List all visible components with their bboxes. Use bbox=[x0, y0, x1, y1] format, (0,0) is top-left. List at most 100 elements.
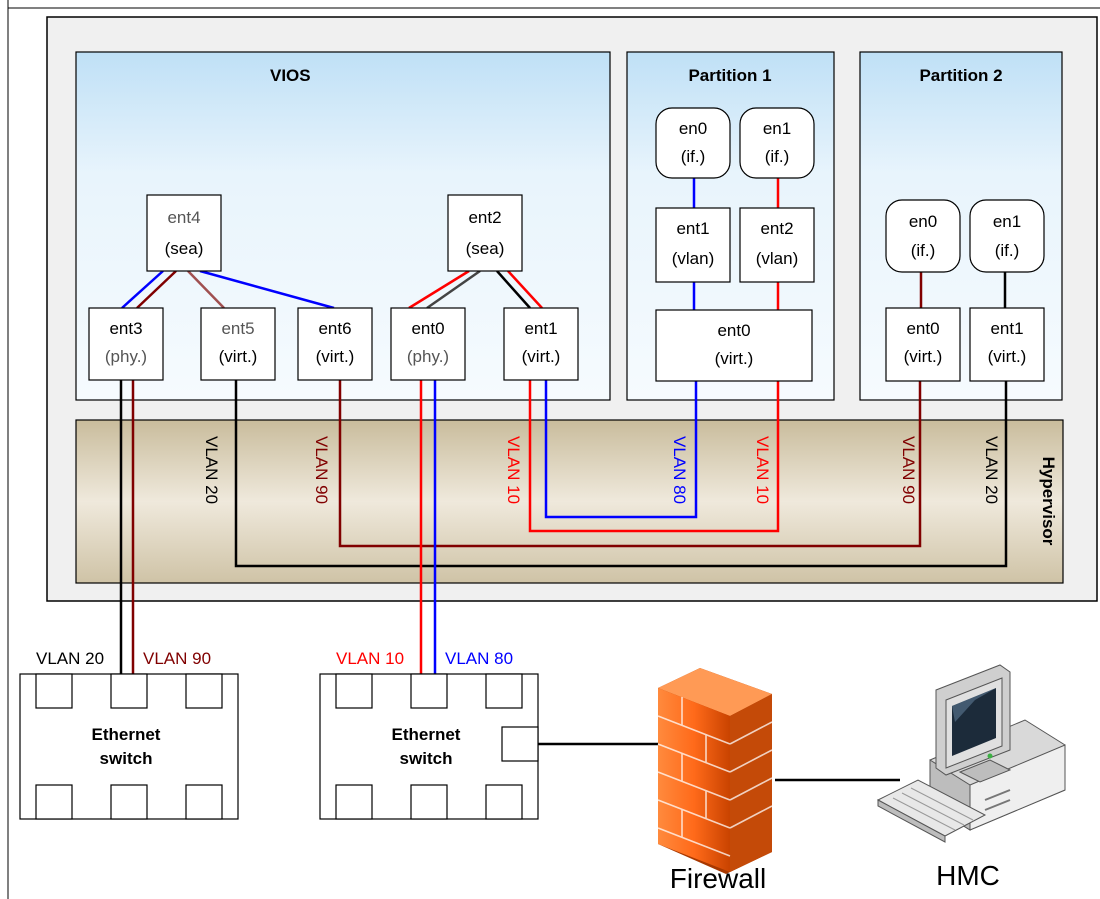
switch1-vlan90-label: VLAN 90 bbox=[143, 649, 211, 668]
p1-en0-name: en0 bbox=[679, 119, 707, 138]
link-ent4-ent3-maroon bbox=[136, 270, 177, 309]
link-ent2-ent0-black bbox=[426, 269, 481, 310]
link-ent2-ent0-red bbox=[408, 269, 470, 310]
hyp-vlan-label-7: VLAN 20 bbox=[982, 436, 1001, 504]
vios-ent4-type: (sea) bbox=[165, 239, 204, 258]
vios-ent6-name: ent6 bbox=[318, 319, 351, 338]
vios-ent1-type: (virt.) bbox=[522, 347, 561, 366]
p2-ent0-type: (virt.) bbox=[904, 347, 943, 366]
p1-en1-box: en1 (if.) bbox=[739, 107, 815, 179]
vios-ent3-type: (phy.) bbox=[105, 347, 147, 366]
vios-ent1-name: ent1 bbox=[524, 319, 557, 338]
vios-ent2-type: (sea) bbox=[466, 239, 505, 258]
p2-en0-name: en0 bbox=[909, 212, 937, 231]
hmc-computer-icon bbox=[876, 664, 1066, 843]
switch2-label-line2: switch bbox=[400, 749, 453, 768]
switch2-port-bottom-2 bbox=[410, 784, 448, 820]
p1-en1-name: en1 bbox=[763, 119, 791, 138]
switch1-port-bottom-3 bbox=[185, 784, 223, 820]
vios-ent6-type: (virt.) bbox=[316, 347, 355, 366]
switch2-port-top-1 bbox=[335, 673, 373, 709]
p2-en1-type: (if.) bbox=[995, 241, 1020, 260]
vios-ent5-name: ent5 bbox=[221, 319, 254, 338]
switch1-vlan20-label: VLAN 20 bbox=[36, 649, 104, 668]
switch2-vlan10-label: VLAN 10 bbox=[336, 649, 404, 668]
p1-en1-type: (if.) bbox=[765, 147, 790, 166]
link-ent2-ent1-black bbox=[496, 270, 531, 309]
vlan10-trunk bbox=[528, 380, 780, 533]
switch2-port-top-2 bbox=[410, 673, 448, 709]
switch2-port-side bbox=[501, 726, 539, 762]
vios-ent2-box: ent2 (sea) bbox=[447, 194, 523, 272]
hyp-vlan-label-3: VLAN 10 bbox=[504, 436, 523, 504]
switch2-label-line1: Ethernet bbox=[392, 725, 461, 744]
hmc-label: HMC bbox=[936, 860, 1000, 891]
switch1-port-bottom-1 bbox=[35, 784, 73, 820]
vios-ent5-box: ent5 (virt.) bbox=[200, 307, 276, 381]
partition2-title: Partition 2 bbox=[919, 66, 1002, 85]
vios-ent2-name: ent2 bbox=[468, 208, 501, 227]
hyp-vlan-label-2: VLAN 90 bbox=[312, 436, 331, 504]
switch1-label-line1: Ethernet bbox=[92, 725, 161, 744]
switch1-port-top-3 bbox=[185, 673, 223, 709]
vios-ent0-box: ent0 (phy.) bbox=[390, 307, 466, 381]
vios-ent4-name: ent4 bbox=[167, 208, 200, 227]
vios-ent5-type: (virt.) bbox=[219, 347, 258, 366]
partition1-title: Partition 1 bbox=[688, 66, 771, 85]
hyp-vlan-label-5: VLAN 10 bbox=[753, 436, 772, 504]
link-ent4-ent5 bbox=[187, 270, 225, 309]
hyp-vlan-label-6: VLAN 90 bbox=[899, 436, 918, 504]
vios-title: VIOS bbox=[270, 66, 311, 85]
switch2-port-top-3 bbox=[485, 673, 523, 709]
p2-en0-box: en0 (if.) bbox=[885, 199, 961, 273]
hyp-vlan-label-4: VLAN 80 bbox=[670, 436, 689, 504]
vios-ent1-box: ent1 (virt.) bbox=[503, 307, 579, 381]
switch2-port-bottom-1 bbox=[335, 784, 373, 820]
p2-ent1-box: ent1 (virt.) bbox=[969, 307, 1045, 382]
switch1-port-top-1 bbox=[35, 673, 73, 709]
p1-ent0-type: (virt.) bbox=[715, 349, 754, 368]
vios-ent6-box: ent6 (virt.) bbox=[297, 307, 373, 381]
p2-ent0-box: ent0 (virt.) bbox=[885, 307, 961, 382]
p1-ent1-name: ent1 bbox=[676, 219, 709, 238]
link-ent2-ent1-red bbox=[507, 270, 543, 309]
vios-ent0-type: (phy.) bbox=[407, 347, 449, 366]
switch1-port-top-2 bbox=[110, 673, 148, 709]
p1-ent2-box: ent2 (vlan) bbox=[739, 207, 815, 283]
p2-en1-box: en1 (if.) bbox=[969, 199, 1045, 273]
vlan90-trunk bbox=[338, 380, 922, 548]
vlan80-trunk bbox=[544, 380, 698, 519]
p1-ent1-box: ent1 (vlan) bbox=[655, 207, 731, 283]
ethernet-switch-1: Ethernet switch bbox=[19, 673, 239, 820]
p1-en0-box: en0 (if.) bbox=[655, 107, 731, 179]
p1-ent2-name: ent2 bbox=[760, 219, 793, 238]
link-ent4-ent6 bbox=[199, 269, 335, 310]
vios-ent3-box: ent3 (phy.) bbox=[88, 307, 164, 381]
p2-en0-type: (if.) bbox=[911, 241, 936, 260]
hypervisor-label: Hypervisor bbox=[1039, 457, 1058, 546]
p1-ent0-box: ent0 (virt.) bbox=[655, 309, 813, 382]
vios-ent4-box: ent4 (sea) bbox=[146, 194, 222, 272]
p1-ent2-type: (vlan) bbox=[756, 249, 799, 268]
switch1-label-line2: switch bbox=[100, 749, 153, 768]
vlan20-trunk bbox=[234, 380, 1008, 568]
p2-ent1-type: (virt.) bbox=[988, 347, 1027, 366]
p2-ent0-name: ent0 bbox=[906, 319, 939, 338]
p2-en1-name: en1 bbox=[993, 212, 1021, 231]
ethernet-switch-2: Ethernet switch bbox=[319, 673, 539, 820]
vios-ent3-name: ent3 bbox=[109, 319, 142, 338]
link-ent4-ent3-blue bbox=[121, 270, 164, 309]
switch1-port-bottom-2 bbox=[110, 784, 148, 820]
p1-ent1-type: (vlan) bbox=[672, 249, 715, 268]
p1-ent0-name: ent0 bbox=[717, 321, 750, 340]
switch2-port-bottom-3 bbox=[485, 784, 523, 820]
vios-ent0-name: ent0 bbox=[411, 319, 444, 338]
p2-ent1-name: ent1 bbox=[990, 319, 1023, 338]
switch2-vlan80-label: VLAN 80 bbox=[445, 649, 513, 668]
hyp-vlan-label-1: VLAN 20 bbox=[202, 436, 221, 504]
p1-en0-type: (if.) bbox=[681, 147, 706, 166]
firewall-icon bbox=[657, 668, 773, 874]
hypervisor-band bbox=[75, 419, 1064, 584]
firewall-label: Firewall bbox=[670, 863, 766, 894]
